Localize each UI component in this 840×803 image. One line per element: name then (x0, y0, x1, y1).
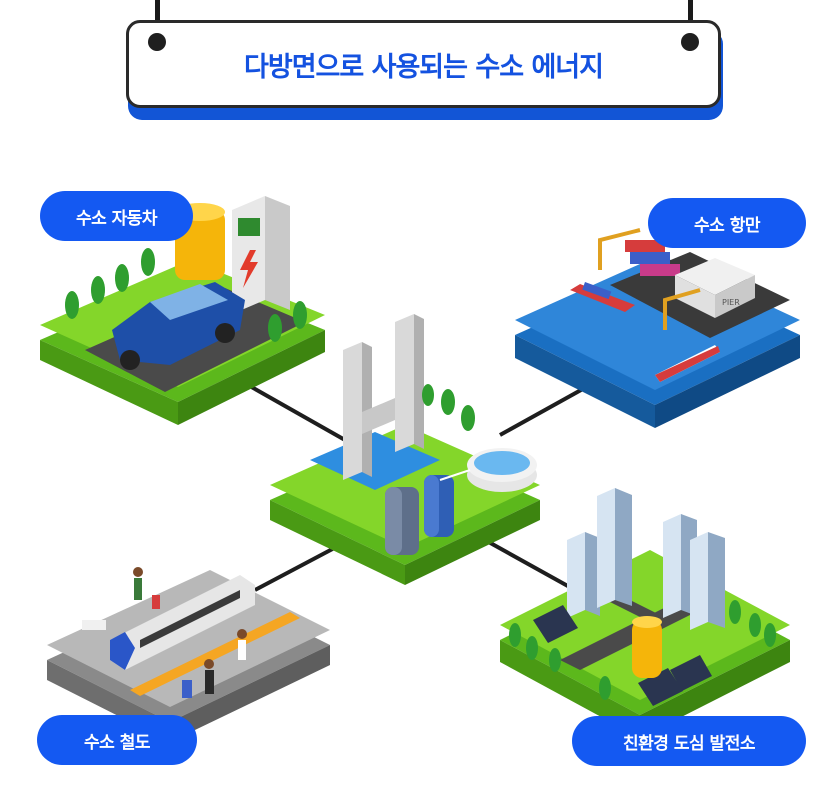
label-hydrogen-car: 수소 자동차 (40, 191, 193, 241)
car-tile (40, 196, 325, 425)
label-hydrogen-car-text: 수소 자동차 (75, 208, 158, 229)
rail-tile (47, 567, 330, 742)
label-hydrogen-port-text: 수소 항만 (694, 215, 760, 236)
sign-pin-left (148, 33, 166, 51)
label-hydrogen-rail: 수소 철도 (37, 715, 197, 765)
hydrogen-ship-icon (655, 345, 720, 382)
port-tile: PIER (515, 228, 800, 428)
label-hydrogen-rail-text: 수소 철도 (84, 732, 150, 753)
label-eco-power-plant-text: 친환경 도심 발전소 (623, 733, 755, 754)
power-plant-tile (500, 488, 790, 738)
city-buildings (567, 488, 725, 630)
sign-pin-right (681, 33, 699, 51)
passengers (133, 567, 247, 698)
h-letter-icon (343, 314, 424, 480)
fuel-cell-tank-icon (632, 616, 662, 678)
center-hydrogen-tile (270, 314, 540, 585)
port-cranes (598, 228, 701, 330)
page-title: 다방면으로 사용되는 수소 에너지 (244, 51, 604, 83)
title-sign: 다방면으로 사용되는 수소 에너지 (126, 20, 721, 108)
connector-lines (247, 383, 591, 592)
pier-sign: PIER (722, 298, 740, 307)
hydrogen-tanks (385, 475, 454, 555)
cargo-ship-icon (570, 278, 635, 312)
label-eco-power-plant: 친환경 도심 발전소 (572, 716, 806, 766)
hydrogen-car-icon (112, 282, 245, 370)
label-hydrogen-port: 수소 항만 (648, 198, 806, 248)
charging-station-icon (232, 196, 290, 314)
hydrogen-train-icon (110, 575, 255, 670)
shipping-containers (625, 240, 680, 276)
